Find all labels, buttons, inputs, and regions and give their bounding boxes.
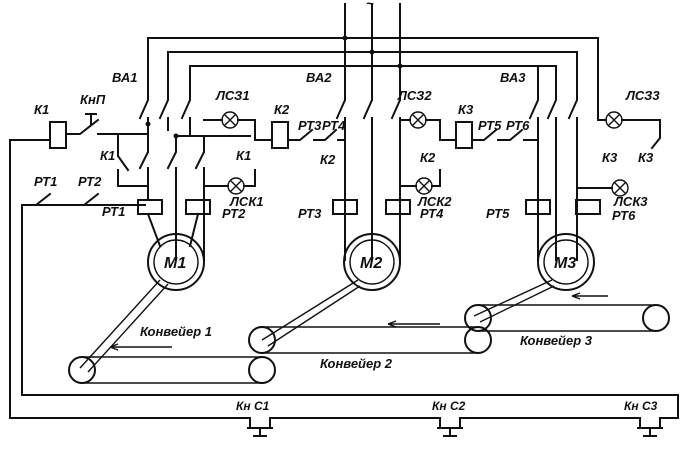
motor-label: М2 [360,255,382,272]
breaker-label: ВА1 [112,70,138,85]
conveyor-label: Конвейер 2 [320,356,393,371]
thermal-relay-label: РТ1 [102,204,125,219]
contactor-coil [455,121,473,149]
contactor-label: К1 [34,102,49,117]
supply-symbol: ~ [366,0,374,11]
motor-label: М1 [164,255,186,272]
thermal-relay-heater [385,199,411,215]
contact-label: К1 [236,148,251,163]
direction-arrow-icon [571,292,608,300]
conveyor-pulley [642,304,670,332]
stop-button-label: Кн С2 [432,399,466,413]
thermal-relay-contact-label: РТ1 [34,174,57,189]
stop-button-label: Кн С3 [624,399,658,413]
conveyor-label: Конвейер 1 [140,324,212,339]
thermal-relay-heater [332,199,358,215]
thermal-relay-heater [525,199,551,215]
contact-label: К3 [602,150,618,165]
thermal-relay-contact-label: РТ4 [322,118,346,133]
stop-buttons: Кн С1 Кн С2 Кн С3 [236,399,663,437]
direction-arrow-icon [387,320,440,328]
contactor-coil [49,121,67,149]
stop-button-label: Кн С1 [236,399,270,413]
motor [537,233,595,291]
conveyor-pulley [68,356,96,384]
direction-arrow-icon [109,343,172,351]
contactor-label: К2 [274,102,290,117]
thermal-relay-heater [185,199,211,215]
conveyor-pulley [248,356,276,384]
supply-bus: ~ [147,0,599,101]
lamp-on-label: ЛСК1 [229,194,264,209]
contact-label: К2 [320,152,336,167]
contact-label: К2 [420,150,436,165]
thermal-relay-heater [575,199,601,215]
section-3: ВА3 К3 РТ5 РТ6 ЛСЗ3 К3 К3 ЛСК3 РТ5 РТ6 М… [439,70,661,291]
start-button[interactable] [65,113,149,135]
lamp-on-label: ЛСК2 [417,194,452,209]
contact-label: К3 [638,150,654,165]
lamp-off-label: ЛСЗ3 [625,88,660,103]
section-1: ВА1 К1 КнП К1 ЛСЗ1 К1 ЛСК1 [34,70,264,291]
motor [147,233,205,291]
lamp-off-label: ЛСЗ2 [397,88,432,103]
breaker-label: ВА3 [500,70,526,85]
thermal-relay-contact-label: РТ2 [78,174,102,189]
conveyors: Конвейер 1 Конвейер 2 Конвейер 3 [68,279,670,384]
thermal-relay-contact-label: РТ5 [478,118,502,133]
stop-button[interactable] [247,417,273,437]
thermal-relay-label: РТ6 [612,208,636,223]
conveyor-label: Конвейер 3 [520,333,593,348]
contactor-label: К3 [458,102,474,117]
thermal-relay-label: РТ4 [420,206,444,221]
thermal-relay-label: РТ3 [298,206,322,221]
contact-label: К1 [100,148,115,163]
breaker-label: ВА2 [306,70,332,85]
motor-label: М3 [554,255,576,272]
thermal-relay-label: РТ2 [222,206,246,221]
start-button-label: КнП [80,92,106,107]
contactor-coil [271,121,289,149]
thermal-relay-heater [137,199,163,215]
stop-button[interactable] [437,417,463,437]
lamp-on-label: ЛСК3 [613,194,648,209]
section-2: ВА2 К2 РТ3 РТ4 К2 ЛСЗ2 К2 ЛСК2 РТ3 РТ4 М… [254,70,452,291]
motor [343,233,401,291]
thermal-relay-label: РТ5 [486,206,510,221]
lamp-off-label: ЛСЗ1 [215,88,250,103]
thermal-relay-contact-label: РТ6 [506,118,530,133]
stop-button[interactable] [637,417,663,437]
thermal-relay-contact-label: РТ3 [298,118,322,133]
